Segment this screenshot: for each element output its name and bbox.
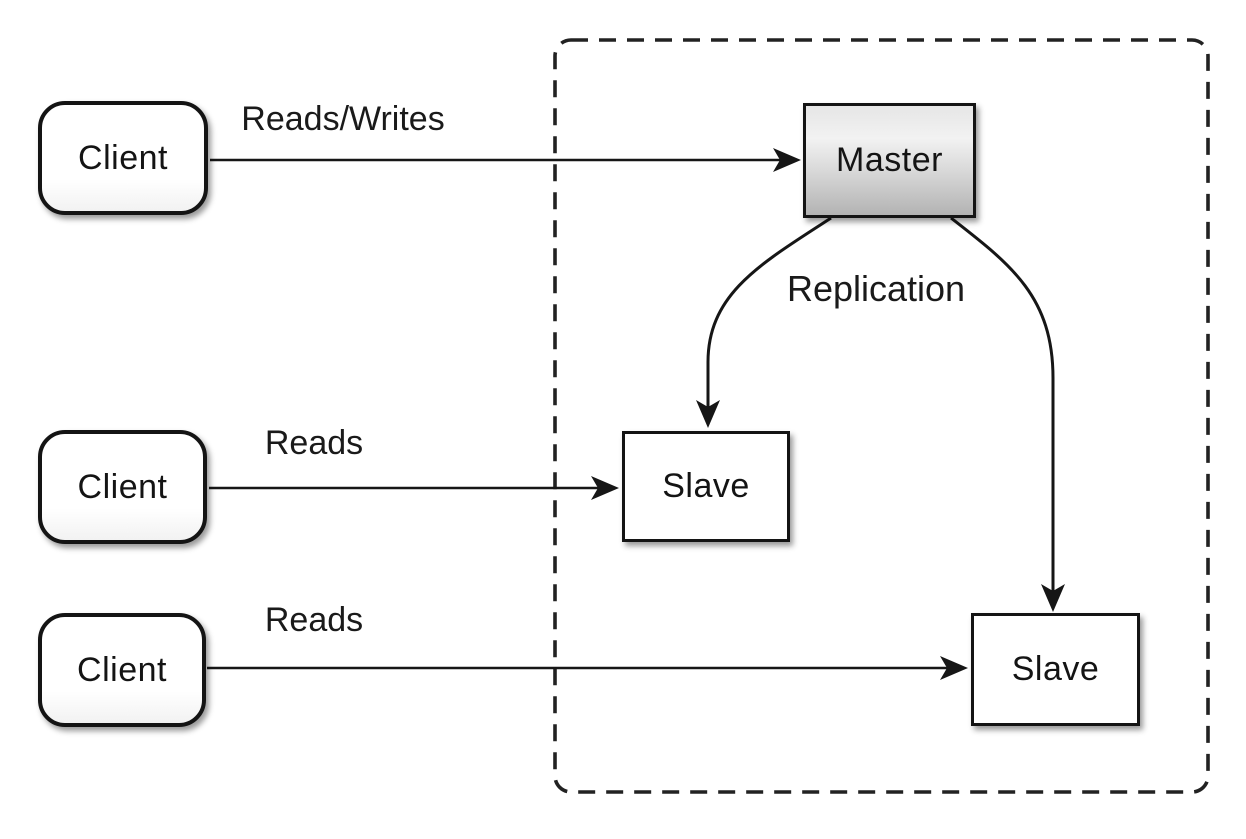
node-client-top: Client [38, 101, 208, 215]
edge-reads-middle-arrowhead-icon [591, 476, 619, 500]
edge-replication-left-curve [706, 216, 832, 408]
edge-label-replication: Replication [786, 268, 966, 309]
node-client-bottom-label: Client [77, 650, 167, 689]
edge-label-reads-writes: Reads/Writes [241, 100, 445, 138]
node-client-bottom: Client [38, 613, 206, 727]
node-slave-middle-label: Slave [662, 467, 750, 505]
node-client-middle: Client [38, 430, 207, 544]
edge-label-reads-bottom: Reads [264, 601, 364, 639]
edge-replication-left-arrowhead-icon [696, 400, 720, 428]
node-client-middle-label: Client [77, 467, 168, 506]
edge-reads-writes-arrowhead-icon [773, 148, 801, 172]
node-slave-bottom: Slave [971, 613, 1140, 726]
node-master-label: Master [836, 141, 943, 179]
edge-label-reads-middle: Reads [264, 424, 364, 462]
edge-reads-bottom-arrow [207, 656, 968, 680]
edge-reads-writes-arrow [210, 148, 801, 172]
edge-replication-left-arrow [696, 216, 832, 428]
edge-replication-right-arrowhead-icon [1041, 584, 1065, 612]
node-client-top-label: Client [78, 138, 168, 177]
node-slave-bottom-label: Slave [1011, 650, 1100, 688]
edge-reads-bottom-arrowhead-icon [940, 656, 968, 680]
edge-reads-middle-arrow [209, 476, 619, 500]
node-slave-middle: Slave [622, 431, 790, 542]
node-master: Master [803, 103, 976, 218]
edge-replication-right-arrow [950, 216, 1065, 612]
replication-group-dashed-border [553, 38, 1210, 794]
edge-replication-right-curve [950, 216, 1055, 592]
